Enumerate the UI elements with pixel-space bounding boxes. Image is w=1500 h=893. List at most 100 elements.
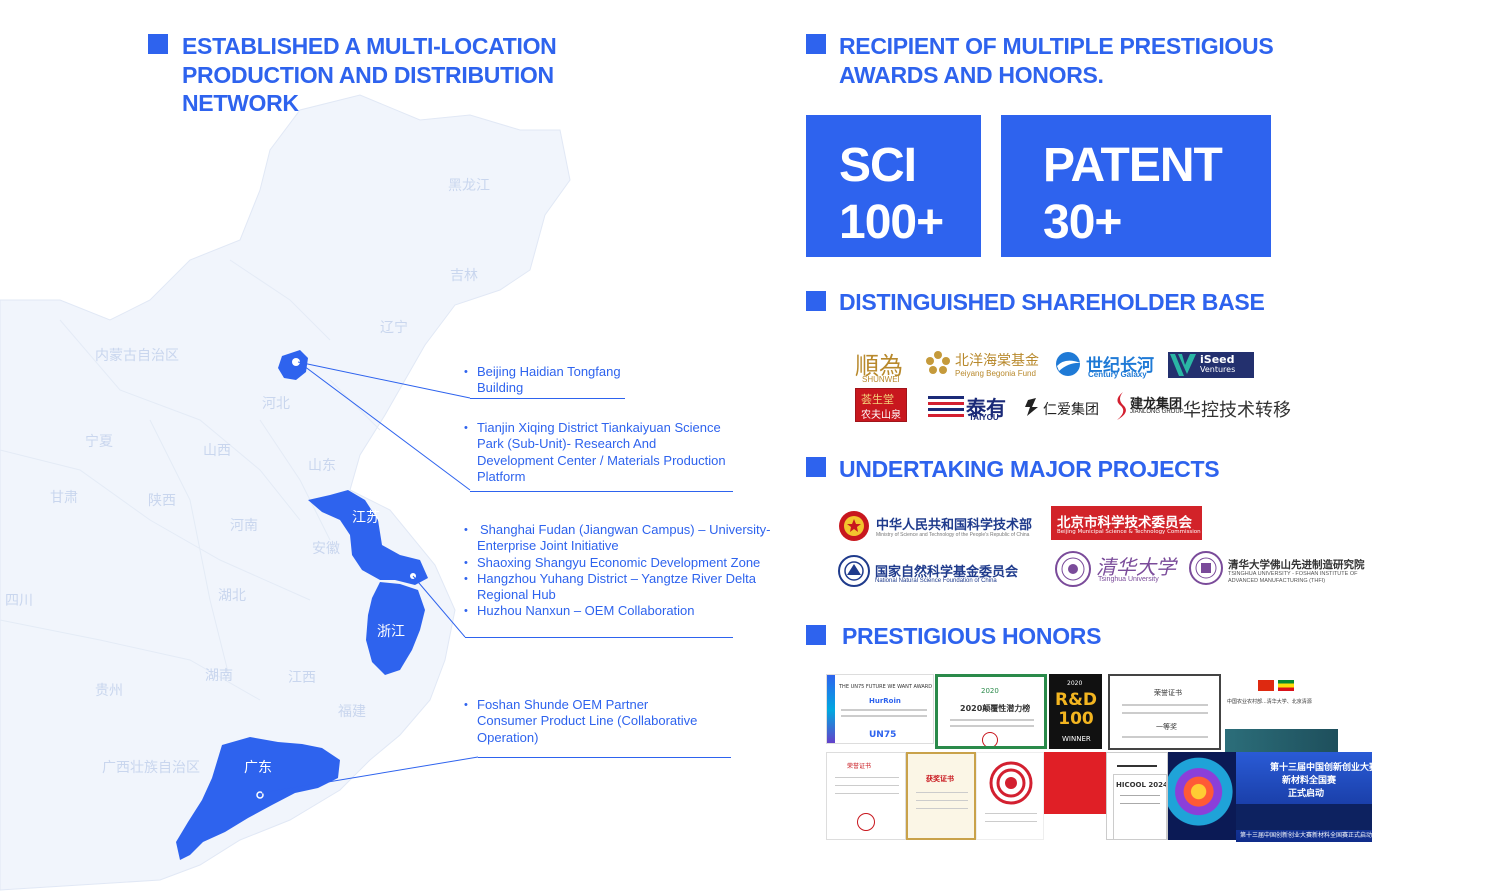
map-label-hunan: 湖南 (205, 668, 233, 684)
thumb-competition-event: 第十三届中国创新创业大赛 新材料全国赛 正式启动 第十三届中国创新创业大赛新材料… (1236, 752, 1372, 842)
underline-foshan (478, 757, 731, 758)
map-label-guangxi: 广西壮族自治区 (102, 760, 200, 776)
section-marker (806, 625, 826, 645)
map-label-shanxi: 山西 (203, 443, 231, 459)
underline-tianjin (470, 491, 733, 492)
location-foshan: Foshan Shunde OEM Partner Consumer Produ… (462, 697, 742, 746)
century-wave-icon (1056, 352, 1081, 376)
peiyang-flower-icon (926, 351, 950, 374)
logo-taiyou-sub: TAIYOU (969, 413, 999, 422)
logo-tsinghua-sub: Tsinghua University (1098, 576, 1159, 583)
red-dot-icon (989, 761, 1033, 805)
map-label-zhejiang: 浙江 (377, 624, 405, 640)
logo-nsfc-sub: National Natural Science Foundation of C… (875, 578, 997, 584)
logo-century-sub: Century Galaxy (1088, 370, 1147, 379)
thumb-un75-award: THE UN75 FUTURE WE WANT AWARD HurRoin UN… (826, 674, 934, 744)
section-marker (148, 34, 168, 54)
thumb-honor-certificate: 荣誉证书 一等奖 (1108, 674, 1221, 750)
map-label-jiangxi: 江西 (288, 670, 316, 686)
logo-most-sub: Ministry of Science and Technology of th… (876, 532, 1030, 538)
awards-heading: RECIPIENT OF MULTIPLE PRESTIGIOUS AWARDS… (839, 33, 1274, 88)
logo-taiyou: 泰有 (966, 396, 1006, 420)
location-east: Shanghai Fudan (Jiangwan Campus) – Unive… (462, 522, 782, 620)
connector-foshan (261, 756, 479, 794)
section-marker (806, 34, 826, 54)
honors-heading: PRESTIGIOUS HONORS (842, 623, 1102, 649)
projects-heading: UNDERTAKING MAJOR PROJECTS (839, 456, 1220, 482)
map-region-guangdong (176, 737, 340, 860)
map-label-shaanxi: 陕西 (148, 493, 176, 509)
logo-peiyang-sub: Peiyang Begonia Fund (955, 369, 1036, 378)
thumb-design-award (976, 752, 1044, 840)
china-map: 黑龙江 吉林 辽宁 内蒙古自治区 河北 山西 宁夏 山东 甘肃 陕西 河南 安徽… (0, 94, 571, 891)
section-marker (806, 457, 826, 477)
map-label-shandong: 山东 (308, 458, 336, 474)
thfi-emblem-icon (1189, 551, 1223, 585)
logo-jianlong: 建龙集团 (1130, 397, 1183, 412)
thumb-hicool-2024: HICOOL 2024 (1113, 774, 1167, 840)
map-pin-foshan (256, 791, 264, 799)
thumb-gold-certificate: 获奖证书 (906, 752, 976, 840)
map-label-anhui: 安徽 (312, 541, 340, 557)
network-heading: ESTABLISHED A MULTI-LOCATION PRODUCTION … (182, 33, 557, 116)
renai-mark-icon (1025, 398, 1038, 416)
section-marker (806, 291, 826, 311)
map-region-beijing (278, 350, 308, 380)
logo-jianlong-sub: JIANLONG GROUP (1130, 409, 1184, 415)
logo-iseed: iSeed Ventures (1168, 352, 1254, 378)
map-region-zhejiang (366, 582, 425, 675)
thumb-red-panel (1044, 752, 1106, 814)
taiyou-stripes-icon (928, 396, 964, 417)
logo-shunwei: 順為 (855, 352, 903, 380)
national-emblem-icon (839, 511, 869, 541)
logo-shunwei-sub: SHUNWEI (862, 375, 900, 384)
underline-east (465, 637, 733, 638)
thumb-rd100-award: 2020 R&D 100 WINNER (1049, 674, 1102, 749)
logo-peiyang: 北洋海棠基金 (955, 353, 1039, 369)
logo-tsinghua: 清华大学 (1096, 555, 1176, 579)
connector-tianjin (303, 365, 471, 491)
logo-thfi-sub: TSINGHUA UNIVERSITY - FOSHAN INSTITUTE O… (1228, 571, 1358, 584)
logo-century: 世纪长河 (1086, 356, 1154, 376)
map-pin-beijing (292, 358, 300, 366)
logo-nongfu: 荟生堂 农夫山泉 (855, 388, 907, 422)
map-label-hubei: 湖北 (218, 588, 246, 604)
map-label-guizhou: 贵州 (95, 683, 123, 699)
map-label-neimenggu: 内蒙古自治区 (95, 348, 179, 364)
logo-renai: 仁爱集团 (1043, 402, 1099, 418)
map-label-jilin: 吉林 (450, 268, 478, 284)
logo-most: 中华人民共和国科学技术部 (876, 518, 1033, 533)
map-label-jiangsu: 江苏 (352, 510, 380, 526)
thumb-international-cooperation: 中国农业农村部...清华大学、北京清源 (1225, 674, 1338, 754)
tsinghua-emblem-icon (1055, 551, 1091, 587)
location-tianjin: Tianjin Xiqing District Tiankaiyuan Scie… (462, 420, 762, 485)
map-label-fujian: 福建 (338, 704, 366, 720)
map-label-henan: 河南 (230, 518, 258, 534)
connector-east (412, 575, 466, 638)
nsfc-emblem-icon (838, 555, 870, 587)
map-china-outline (0, 94, 571, 891)
underline-beijing (470, 398, 625, 399)
map-label-liaoning: 辽宁 (380, 319, 408, 336)
map-region-jiangsu (308, 490, 428, 585)
shareholders-heading: DISTINGUISHED SHAREHOLDER BASE (839, 289, 1265, 315)
map-label-heilongjiang: 黑龙江 (448, 178, 490, 194)
thumb-red-certificate: 荣誉证书 (826, 752, 906, 840)
jianlong-mark-icon (1117, 392, 1126, 420)
logo-bmstc: 北京市科学技术委员会 Beijing Municipal Science & T… (1051, 506, 1202, 540)
stat-patent: PATENT 30+ (1001, 115, 1271, 257)
map-label-guangdong: 广东 (244, 760, 272, 776)
thumb-colorful-art (1168, 752, 1236, 840)
stat-sci: SCI 100+ (806, 115, 981, 257)
map-label-gansu: 甘肃 (50, 490, 78, 506)
logo-huakong: 华控技术转移 (1183, 400, 1291, 421)
connector-beijing (297, 361, 471, 399)
map-label-sichuan: 四川 (5, 593, 33, 609)
map-label-hebei: 河北 (262, 396, 290, 412)
map-label-ningxia: 宁夏 (85, 433, 113, 450)
logo-nsfc: 国家自然科学基金委员会 (875, 565, 1019, 580)
iseed-v-icon (1170, 354, 1196, 376)
logo-thfi: 清华大学佛山先进制造研究院 (1228, 559, 1365, 571)
thumb-disruptive-potential-cert: 2020 2020颠覆性潜力榜 (935, 674, 1047, 749)
